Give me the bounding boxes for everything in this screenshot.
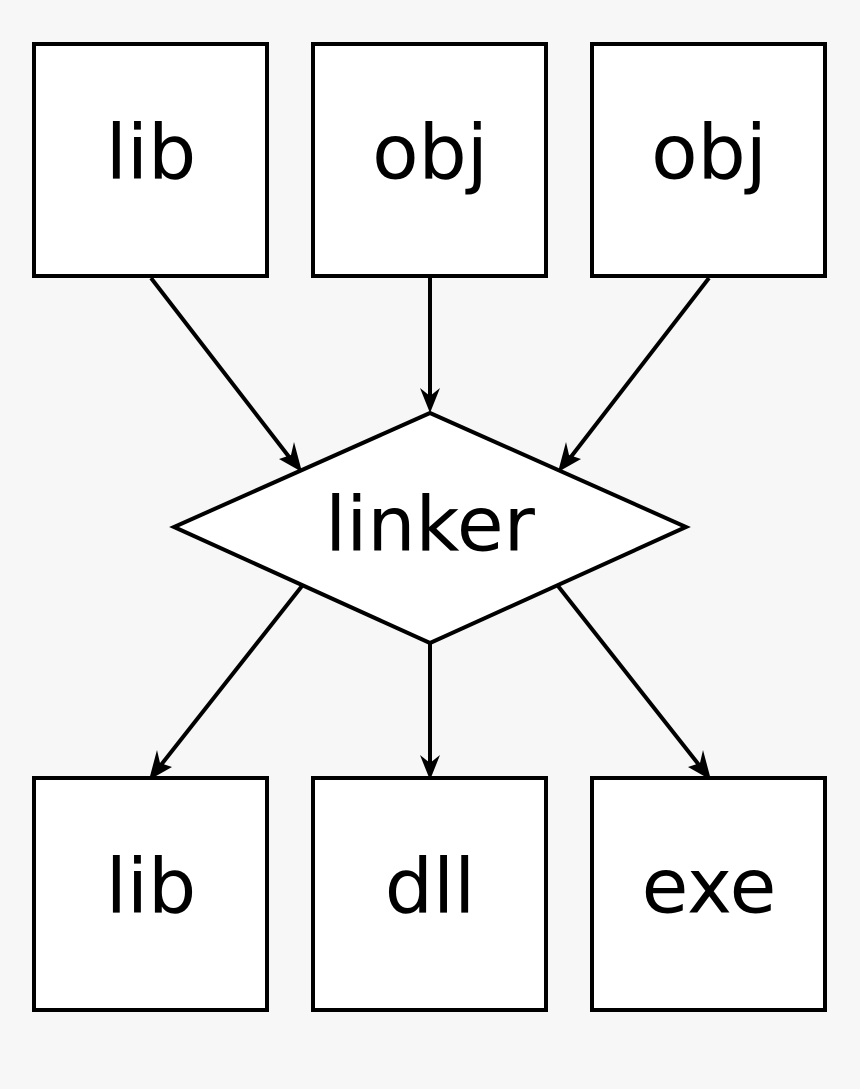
input-node-2: obj — [311, 42, 548, 278]
input-box-3 — [590, 42, 827, 278]
edge-linker-to-output-3 — [556, 584, 705, 772]
input-box-2 — [311, 42, 548, 278]
arrowhead-output-2 — [420, 755, 440, 780]
input-node-3: obj — [590, 42, 827, 278]
output-label-3: exe — [642, 842, 777, 931]
arrowhead-input-3 — [558, 442, 581, 472]
output-edges — [149, 584, 711, 780]
output-label-1: lib — [106, 842, 196, 931]
input-box-1 — [32, 42, 269, 278]
linker-label: linker — [325, 480, 535, 569]
arrowhead-output-1 — [149, 750, 172, 780]
linker-node: linker — [169, 410, 691, 646]
input-label-2: obj — [372, 108, 488, 197]
output-node-1: lib — [32, 776, 269, 1012]
edge-input-3-to-linker — [565, 276, 711, 464]
arrowhead-input-2 — [420, 388, 440, 413]
input-edges — [149, 276, 711, 472]
arrowhead-input-1 — [279, 442, 302, 472]
edge-linker-to-output-1 — [155, 584, 304, 772]
input-label-1: lib — [106, 108, 196, 197]
edge-input-1-to-linker — [149, 276, 295, 464]
input-label-3: obj — [651, 108, 767, 197]
linker-diamond — [169, 410, 691, 646]
input-node-1: lib — [32, 42, 269, 278]
output-label-2: dll — [385, 842, 475, 931]
output-box-2 — [311, 776, 548, 1012]
output-box-1 — [32, 776, 269, 1012]
output-box-3 — [590, 776, 827, 1012]
arrowhead-output-3 — [688, 750, 711, 780]
output-node-2: dll — [311, 776, 548, 1012]
output-node-3: exe — [590, 776, 827, 1012]
